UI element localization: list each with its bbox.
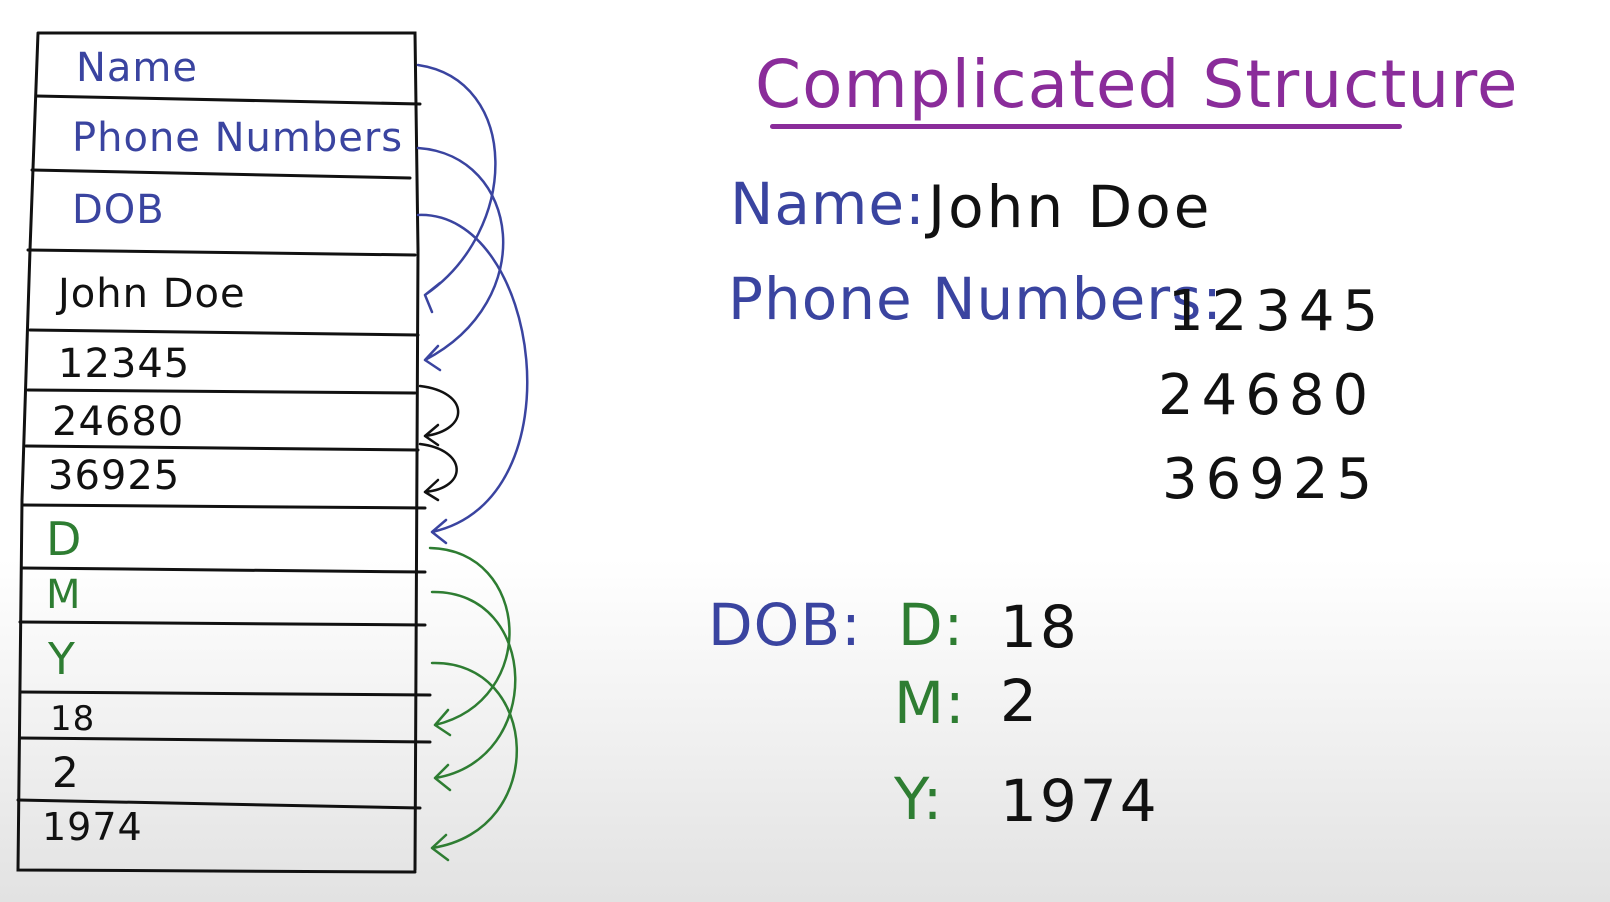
name-label: Name:	[730, 170, 926, 238]
pointer-arrow-dob	[416, 213, 529, 545]
row-divider	[18, 736, 432, 744]
memory-cell-name: Name	[76, 45, 199, 91]
pointer-arrow-day	[428, 546, 511, 737]
memory-cell-day-value: 18	[50, 699, 96, 739]
row-divider	[18, 620, 427, 627]
row-divider	[28, 328, 420, 337]
row-divider	[18, 690, 432, 697]
memory-cell-dob: DOB	[72, 187, 165, 233]
pointer-arrow-phone-link	[418, 384, 460, 447]
memory-cell-phone-numbers: Phone Numbers	[72, 115, 404, 161]
memory-cell-y: Y	[48, 634, 76, 685]
dob-day-label: D:	[898, 591, 965, 659]
structure-title: Complicated Structure	[755, 46, 1519, 123]
memory-cell-year-value: 1974	[42, 805, 143, 849]
pointer-arrow-phones	[416, 146, 505, 372]
memory-cell-d: D	[46, 512, 83, 566]
row-divider	[34, 94, 422, 106]
dob-year-label: Y:	[894, 765, 944, 833]
row-divider	[24, 444, 420, 452]
title-underline	[770, 124, 1402, 129]
dob-label: DOB:	[708, 591, 862, 659]
dob-year-value: 1974	[1000, 767, 1160, 835]
phone-number-2: 24680	[1158, 363, 1377, 428]
pointer-arrow-name	[416, 63, 497, 314]
memory-cell-phone-3: 36925	[48, 453, 181, 499]
row-divider	[26, 388, 417, 395]
row-divider	[20, 566, 427, 574]
phone-number-3: 36925	[1162, 447, 1381, 512]
memory-cell-month-value: 2	[52, 748, 80, 797]
pointer-arrow-phone-link	[418, 442, 458, 502]
phone-number-1: 12345	[1168, 279, 1387, 344]
phone-numbers-label: Phone Numbers:	[728, 265, 1223, 333]
pointer-arrow-year	[430, 661, 518, 862]
dob-month-value: 2	[1000, 667, 1040, 735]
memory-cell-phone-1: 12345	[58, 341, 191, 387]
dob-month-label: M:	[894, 669, 966, 737]
pointer-arrow-month	[430, 590, 517, 792]
memory-cell-m: M	[46, 572, 82, 618]
row-divider	[16, 798, 422, 810]
memory-cell-name-value: John Doe	[58, 271, 246, 317]
memory-box-outline	[16, 31, 420, 874]
dob-day-value: 18	[1000, 593, 1080, 661]
memory-cell-phone-2: 24680	[52, 399, 185, 445]
row-divider	[30, 168, 412, 180]
name-value: John Doe	[928, 173, 1213, 241]
row-divider	[26, 248, 417, 257]
row-divider	[20, 503, 427, 510]
